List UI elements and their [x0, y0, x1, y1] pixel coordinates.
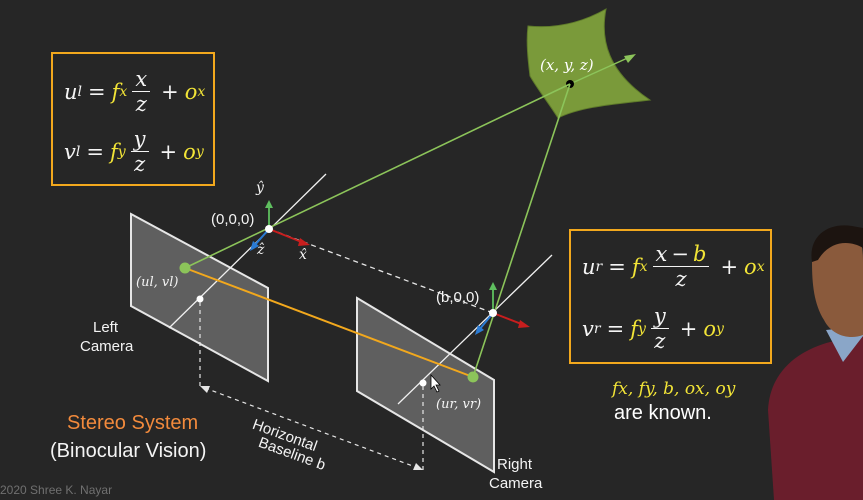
left-camera-label-line1: Left: [93, 319, 119, 336]
object-surface: [526, 8, 652, 119]
right-optical-axis: [397, 254, 553, 405]
right-x-axis-arrowhead: [518, 320, 530, 328]
origin-label: (0,0,0): [211, 211, 255, 228]
left-camera-center: [265, 225, 273, 233]
baseline-arrowhead-left: [200, 386, 210, 393]
presenter-hair: [811, 225, 863, 262]
known-text: are known.: [614, 402, 712, 424]
left-x-axis: [268, 228, 305, 244]
right-origin-label: (b,0,0): [436, 289, 480, 306]
stereo-system-subtitle: (Binocular Vision): [50, 440, 207, 462]
x-minus-b-over-z: x−b z: [652, 243, 710, 290]
left-x-axis-arrowhead: [298, 238, 310, 246]
left-optical-axis: [168, 173, 327, 329]
right-camera-label-line1: Right: [497, 456, 533, 473]
x-hat-label: x̂: [299, 247, 307, 263]
y-hat-label: ŷ: [256, 180, 264, 196]
baseline-arrowhead-right: [413, 463, 423, 470]
right-image-point: [467, 371, 479, 383]
left-z-axis-arrowhead: [250, 241, 259, 251]
right-y-axis-arrowhead: [489, 282, 497, 290]
epipolar-line: [184, 267, 474, 378]
presenter-body: [768, 336, 863, 500]
mouse-cursor: [430, 373, 441, 393]
right-x-axis: [492, 312, 525, 326]
left-image-point: [179, 262, 191, 274]
right-image-point-label: (ur, vr): [436, 397, 482, 412]
copyright-notice: 2020 Shree K. Nayar: [0, 483, 113, 497]
left-y-axis-arrowhead: [265, 200, 273, 208]
left-ray: [184, 83, 571, 269]
scene-point-label: (x, y, z): [540, 56, 594, 74]
baseline-dimension: [204, 387, 419, 469]
left-camera-label-line2: Camera: [80, 338, 134, 355]
right-ray: [472, 83, 571, 378]
right-principal-point: [419, 379, 427, 387]
presenter-head: [812, 229, 863, 338]
right-z-axis-arrowhead: [475, 325, 484, 335]
z-hat-label: ẑ: [257, 242, 265, 258]
surface-normal: [569, 55, 633, 85]
known-variables: fx, fy, b, ox, oy: [612, 379, 736, 399]
right-camera-center: [489, 309, 497, 317]
stereo-system-title: Stereo System: [67, 412, 199, 434]
right-camera-label-line2: Camera: [489, 475, 543, 492]
left-principal-point: [196, 295, 204, 303]
left-image-point-label: (ul, vl): [136, 275, 179, 290]
surface-normal-arrowhead: [624, 54, 636, 63]
